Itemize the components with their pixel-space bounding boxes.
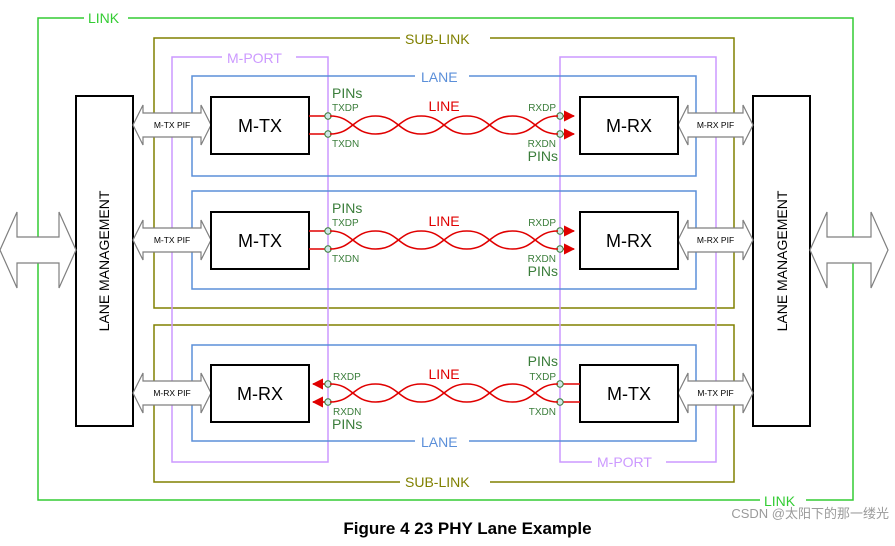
left-pin-top-label-2: TXDP: [332, 218, 359, 229]
pif-right-3-label: M-TX PIF: [697, 388, 733, 398]
link-boundary: [37, 17, 854, 501]
right-pins-label-1: PINs: [528, 148, 558, 164]
right-pin-bottom-label-1: RXDN: [528, 139, 556, 150]
external-interface-arrow-right: [809, 211, 889, 289]
block-right-3: [579, 364, 679, 423]
left-pins-label-1: PINs: [332, 85, 362, 101]
watermark: CSDN @太阳下的那一缕光: [731, 506, 889, 521]
pif-left-3-label: M-RX PIF: [153, 388, 190, 398]
block-left-2-label: M-TX: [238, 231, 282, 251]
right-pins-label-2: PINs: [528, 263, 558, 279]
line-label-3: LINE: [428, 366, 459, 382]
right-pin-top-label-1: RXDP: [528, 103, 556, 114]
left-pin-bottom-label-3: RXDN: [333, 407, 361, 418]
twisted-pair-b: [329, 115, 559, 135]
lane-label-3: LANE: [421, 434, 458, 450]
lane-label-1: LANE: [421, 69, 458, 85]
right-pins-label-3: PINs: [528, 353, 558, 369]
twisted-pair-b: [329, 383, 559, 403]
block-right-1-label: M-RX: [606, 116, 652, 136]
left-pins-label-3: PINs: [332, 416, 362, 432]
lane-management-left: [75, 95, 134, 427]
block-left-3: [210, 364, 310, 423]
block-left-3-label: M-RX: [237, 384, 283, 404]
block-left-1: [210, 96, 310, 155]
link-label-top: LINK: [88, 10, 120, 26]
right-pin-bottom-label-3: TXDN: [529, 407, 556, 418]
block-right-3-label: M-TX: [607, 384, 651, 404]
block-right-2: [579, 211, 679, 270]
left-pins-label-2: PINs: [332, 200, 362, 216]
pif-right-2-arrow: [677, 219, 754, 261]
phy-lane-diagram: LINK LINK SUB-LINK SUB-LINK M-PORT M-POR…: [0, 9, 889, 509]
pif-left-2-label: M-TX PIF: [154, 235, 190, 245]
pif-left-1-label: M-TX PIF: [154, 120, 190, 130]
sub-link-label-top: SUB-LINK: [405, 31, 470, 47]
lane-management-right-label: LANE MANAGEMENT: [774, 190, 790, 331]
block-right-2-label: M-RX: [606, 231, 652, 251]
m-port-label-bottom: M-PORT: [597, 454, 652, 470]
right-pin-top-label-2: RXDP: [528, 218, 556, 229]
lane-management-right: [752, 95, 811, 427]
figure-caption: Figure 4 23 PHY Lane Example: [343, 519, 592, 538]
pif-right-3-arrow: [677, 372, 754, 414]
line-label-1: LINE: [428, 98, 459, 114]
block-left-2: [210, 211, 310, 270]
twisted-pair-b: [329, 230, 559, 250]
line-label-2: LINE: [428, 213, 459, 229]
block-right-1: [579, 96, 679, 155]
m-port-label-top: M-PORT: [227, 50, 282, 66]
left-pin-top-label-3: RXDP: [333, 372, 361, 383]
pif-right-1-label: M-RX PIF: [697, 120, 734, 130]
left-pin-bottom-label-2: TXDN: [332, 254, 359, 265]
left-pin-top-label-1: TXDP: [332, 103, 359, 114]
right-pin-bottom-label-2: RXDN: [528, 254, 556, 265]
pif-right-2-label: M-RX PIF: [697, 235, 734, 245]
external-interface-arrow-left: [0, 211, 77, 289]
left-pin-bottom-label-1: TXDN: [332, 139, 359, 150]
sub-link-label-bottom: SUB-LINK: [405, 474, 470, 490]
block-left-1-label: M-TX: [238, 116, 282, 136]
lane-management-left-label: LANE MANAGEMENT: [96, 190, 112, 331]
right-pin-top-label-3: TXDP: [529, 372, 556, 383]
link-label-bottom: LINK: [764, 493, 796, 509]
pif-right-1-arrow: [677, 104, 754, 146]
